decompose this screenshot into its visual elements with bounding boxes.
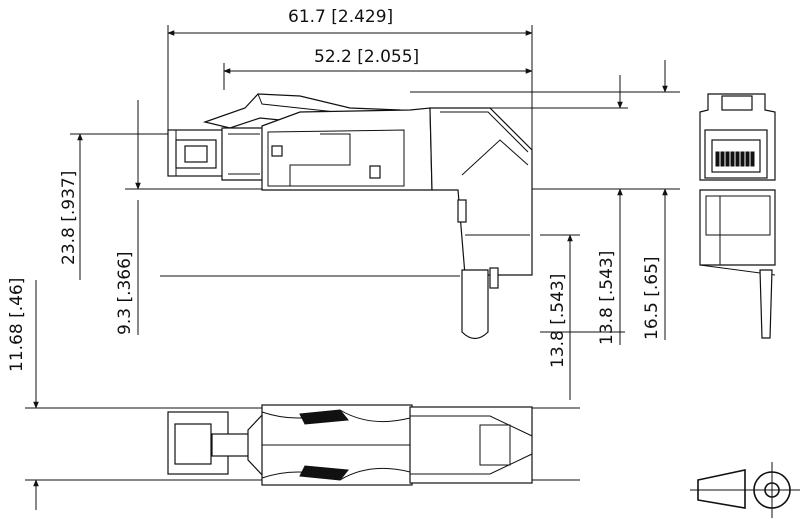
dim-overall-length-label: 61.7 [2.429] (288, 7, 393, 27)
dim-body-length: 52.2 [2.055] (223, 47, 533, 90)
dim-height-b: 9.3 [.366] (115, 100, 141, 335)
dim-height-d-label: 13.8 [.543] (597, 251, 617, 345)
dim-height-d: 13.8 [.543] (597, 75, 623, 345)
contact-pins (715, 151, 755, 167)
connector-top-view (167, 404, 533, 486)
first-angle-projection-icon (690, 462, 800, 518)
dim-height-a-label: 23.8 [.937] (59, 171, 79, 265)
dim-width-top-label: 11.68 [.46] (7, 278, 27, 372)
dim-height-e: 16.5 [.65] (642, 60, 668, 340)
dim-height-a: 23.8 [.937] (59, 133, 83, 280)
connector-side-view (167, 93, 533, 340)
dim-height-e-label: 16.5 [.65] (642, 256, 662, 340)
connector-end-view (699, 93, 776, 339)
dim-height-c: 13.8 [.543] (548, 234, 573, 400)
extension-lines-side (70, 91, 680, 333)
dim-body-length-label: 52.2 [2.055] (314, 47, 419, 67)
dim-height-b-label: 9.3 [.366] (115, 251, 135, 335)
dim-height-c-label: 13.8 [.543] (548, 274, 568, 368)
